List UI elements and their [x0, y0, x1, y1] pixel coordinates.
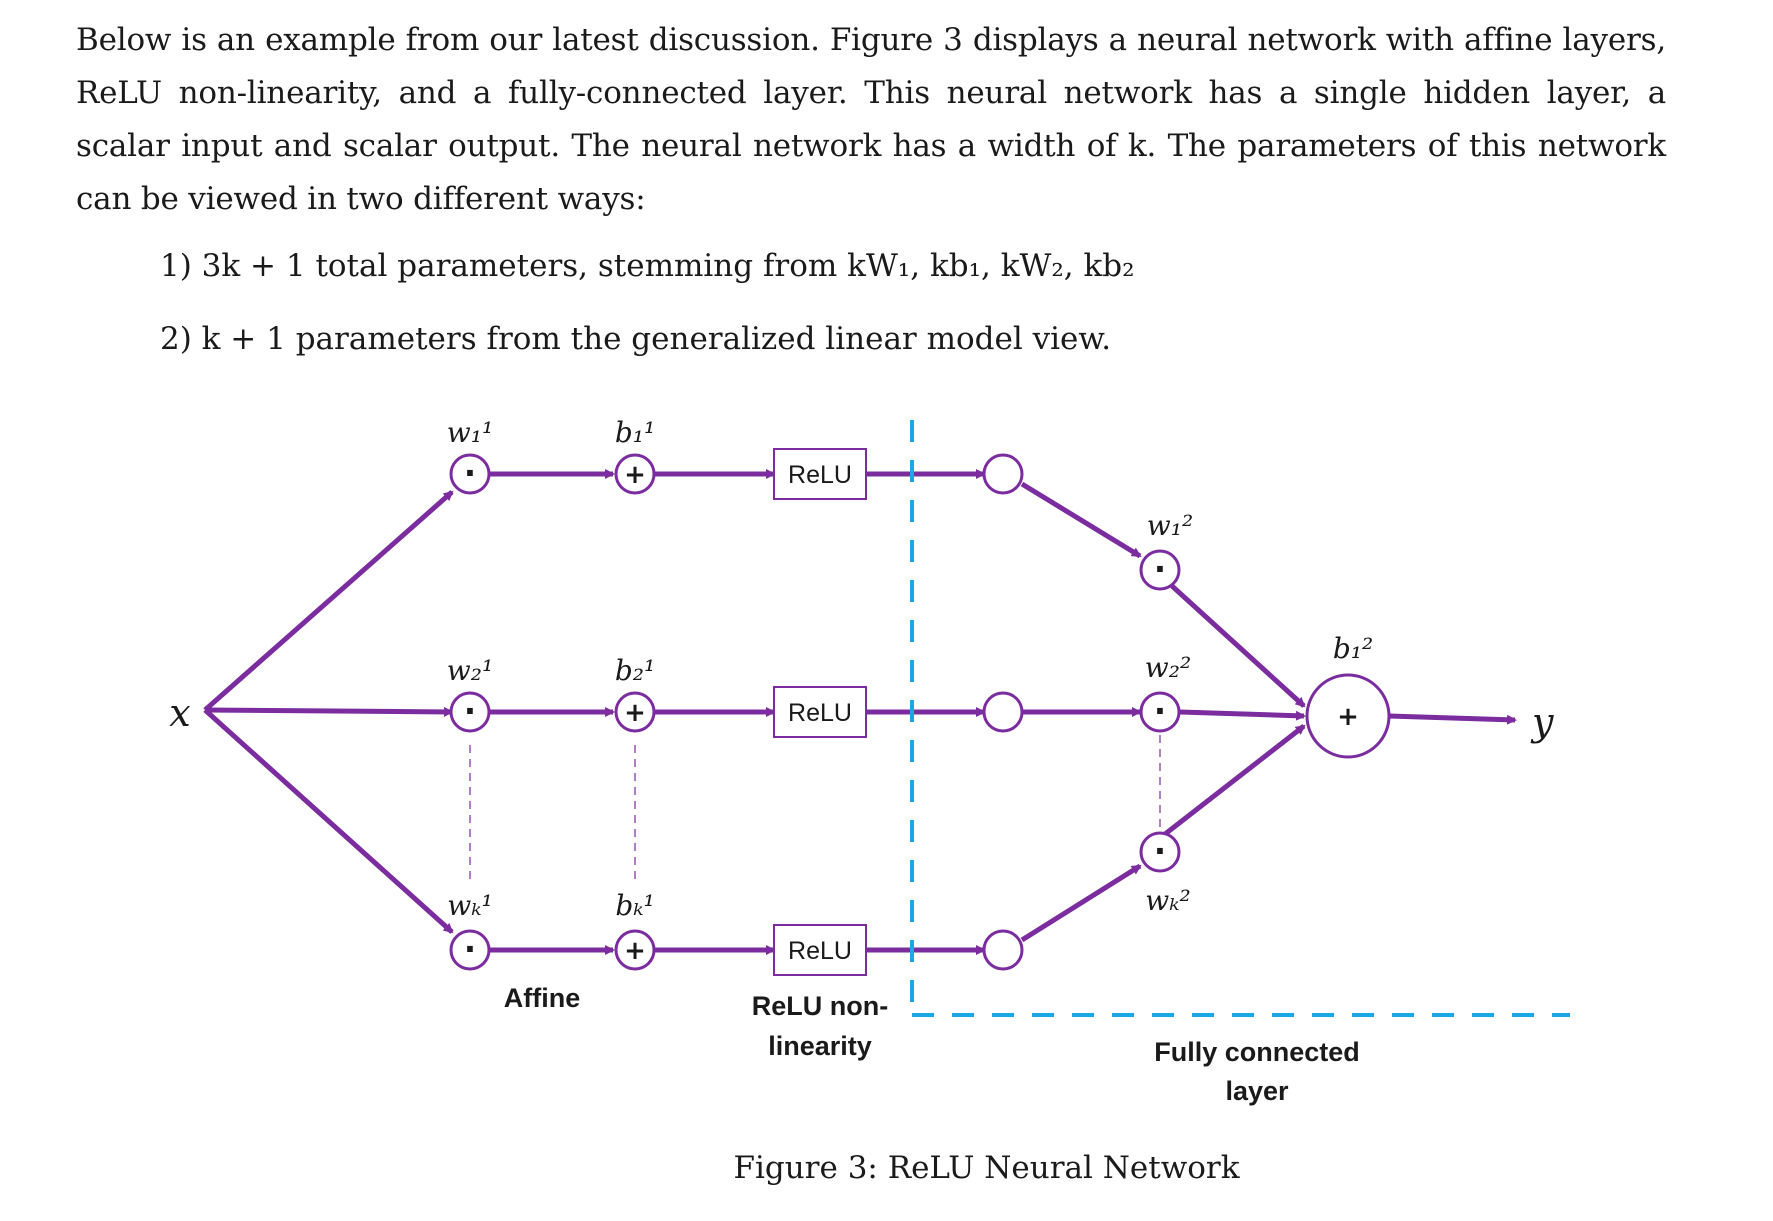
- edge-x-to-w1-2: [204, 706, 454, 717]
- edge-h1-to-w2-1: [1020, 481, 1142, 559]
- section-label-fc-2: layer: [1225, 1076, 1289, 1106]
- edge-hk-to-w2-k: [1020, 863, 1142, 943]
- b1-node-1: [614, 453, 656, 495]
- w2-node-3-symbol: ·: [1154, 832, 1166, 870]
- intro-paragraph: Below is an example from our latest disc…: [76, 14, 1666, 226]
- hidden-node-1: [982, 453, 1024, 495]
- input-label-x: x: [169, 691, 190, 735]
- list-item-1: 1) 3k + 1 total parameters, stemming fro…: [160, 248, 1135, 284]
- relu-box-2: [773, 686, 867, 738]
- weight-label-w2-2: w₂²: [1145, 651, 1191, 684]
- w1-node-3: [449, 929, 491, 971]
- weight-label-w2-1: w₁²: [1147, 509, 1193, 542]
- sum-node: [1305, 673, 1391, 759]
- nodes: · + ReLU · + ReLU · + ReLU · · · +: [449, 448, 1391, 976]
- relu-box-label-2: ReLU: [788, 699, 852, 727]
- section-label-fc-1: Fully connected: [1154, 1037, 1360, 1067]
- hidden-node-2: [982, 691, 1024, 733]
- edge-x-to-w1-3: [203, 708, 454, 934]
- weight-label-w1-1: w₁¹: [447, 416, 493, 449]
- relu-box-1: [773, 448, 867, 500]
- bias-label-b1-1: b₁¹: [615, 416, 655, 449]
- edge-w2-2-to-sum: [1179, 709, 1306, 721]
- list-item-2: 2) k + 1 parameters from the generalized…: [160, 321, 1112, 357]
- figure-caption: Figure 3: ReLU Neural Network: [0, 1150, 1773, 1186]
- w2-node-1: [1139, 549, 1181, 591]
- edge-x-to-w1-1: [203, 490, 454, 712]
- intro-text: Below is an example from our latest disc…: [76, 22, 1666, 217]
- section-label-affine: Affine: [504, 983, 581, 1013]
- bias-label-b2-1: b₁²: [1333, 632, 1373, 665]
- edge-w2-k-to-sum: [1158, 724, 1306, 840]
- edges: [203, 469, 1517, 955]
- weight-label-w2-k: wₖ²: [1145, 884, 1190, 917]
- w2-node-1-symbol: ·: [1154, 550, 1166, 588]
- edge-sum-to-y: [1388, 713, 1517, 725]
- edge-w2-1-to-sum: [1170, 584, 1306, 708]
- hidden-node-3: [982, 929, 1024, 971]
- b1-node-1-symbol: +: [624, 460, 646, 490]
- relu-box-3: [773, 924, 867, 976]
- dashed-connectors: [469, 735, 1161, 880]
- labels: x y w₁¹ w₂¹ wₖ¹ b₁¹ b₂¹ bₖ¹ w₁² w₂² wₖ² b₁² Affine Re…: [169, 416, 1554, 1106]
- output-label-y: y: [1530, 700, 1554, 744]
- weight-label-w1-2: w₂¹: [447, 654, 493, 687]
- w1-node-2: [449, 691, 491, 733]
- w1-node-1-symbol: ·: [464, 454, 476, 492]
- b1-node-2-symbol: +: [624, 698, 646, 728]
- w1-node-3-symbol: ·: [464, 930, 476, 968]
- section-label-relu-1: ReLU non-: [752, 991, 888, 1021]
- bias-label-b1-3: bₖ¹: [615, 889, 654, 922]
- w1-node-2-symbol: ·: [464, 692, 476, 730]
- w1-node-1: [449, 453, 491, 495]
- section-label-relu-2: linearity: [768, 1031, 872, 1061]
- b1-node-3: [614, 929, 656, 971]
- relu-box-label-1: ReLU: [788, 461, 852, 489]
- w2-node-2: [1139, 691, 1181, 733]
- bias-label-b1-2: b₂¹: [615, 654, 655, 687]
- w2-node-3: [1139, 831, 1181, 873]
- b1-node-2: [614, 691, 656, 733]
- weight-label-w1-3: wₖ¹: [447, 889, 492, 922]
- sum-node-symbol: +: [1337, 702, 1359, 732]
- divider-lines: [910, 420, 1570, 1017]
- relu-box-label-3: ReLU: [788, 937, 852, 965]
- w2-node-2-symbol: ·: [1154, 692, 1166, 730]
- b1-node-3-symbol: +: [624, 936, 646, 966]
- caption-text: Figure 3: ReLU Neural Network: [733, 1150, 1240, 1186]
